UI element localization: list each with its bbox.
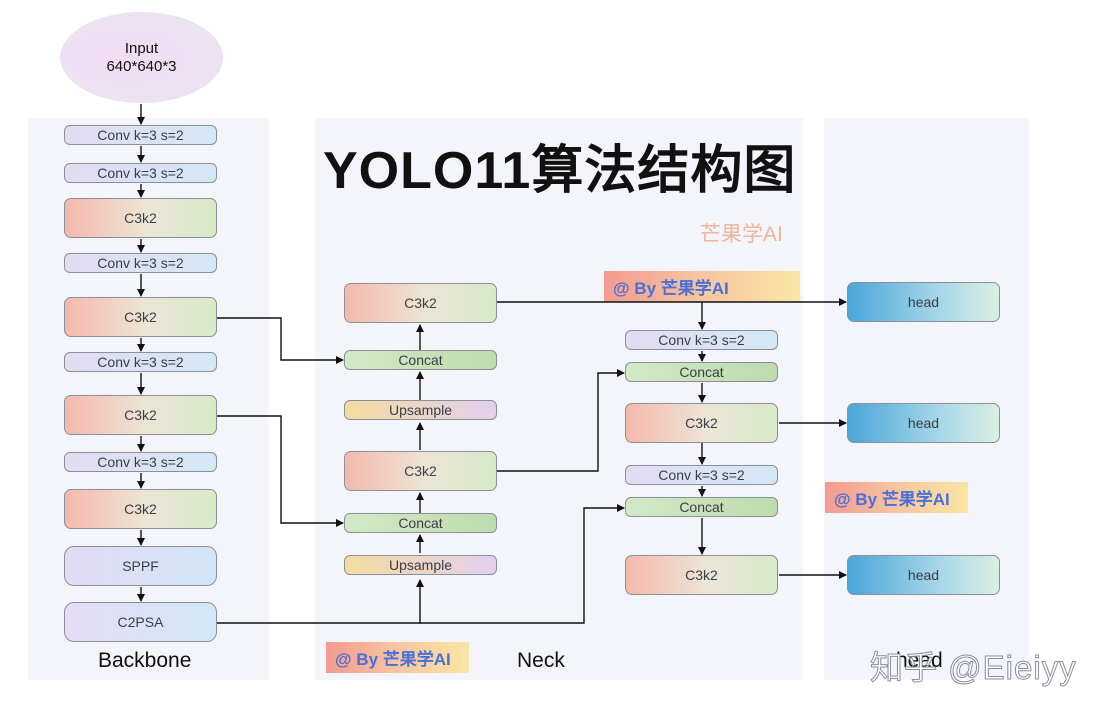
backbone-c3k2-4: C3k2 <box>64 489 217 529</box>
backbone-label: Backbone <box>98 649 192 672</box>
head-output-2: head <box>847 403 1000 443</box>
watermark-bottom: 知乎 @Eieiyy <box>870 649 1077 687</box>
backbone-c3k2-2: C3k2 <box>64 297 217 337</box>
backbone-conv-4: Conv k=3 s=2 <box>64 352 217 372</box>
watermark-top: 芒果学AI <box>700 223 783 246</box>
backbone-conv-5: Conv k=3 s=2 <box>64 452 217 472</box>
input-node: Input 640*640*3 <box>60 12 223 103</box>
neck-conv-a: Conv k=3 s=2 <box>625 330 778 350</box>
neck-concat-b: Concat <box>625 497 778 517</box>
head-output-3: head <box>847 555 1000 595</box>
neck-concat-a: Concat <box>625 362 778 382</box>
backbone-sppf: SPPF <box>64 546 217 586</box>
neck-upsample-top: Upsample <box>344 400 497 420</box>
neck-c3k2-top: C3k2 <box>344 283 497 323</box>
neck-conv-b: Conv k=3 s=2 <box>625 465 778 485</box>
neck-label: Neck <box>517 649 565 672</box>
badge-head-mid: @ By 芒果学AI <box>825 482 968 513</box>
head-label: head <box>896 649 943 672</box>
badge-neck-top: @ By 芒果学AI <box>604 271 800 302</box>
input-label: Input <box>124 39 159 57</box>
neck-c3k2-mid: C3k2 <box>344 451 497 491</box>
head-output-1: head <box>847 282 1000 322</box>
diagram-title: YOLO11算法结构图 <box>323 142 797 200</box>
neck-c3k2-a: C3k2 <box>625 403 778 443</box>
badge-neck-bottom: @ By 芒果学AI <box>326 642 469 673</box>
neck-concat-mid: Concat <box>344 513 497 533</box>
input-size: 640*640*3 <box>106 57 177 75</box>
backbone-conv-2: Conv k=3 s=2 <box>64 163 217 183</box>
backbone-c3k2-3: C3k2 <box>64 395 217 435</box>
neck-concat-top: Concat <box>344 350 497 370</box>
neck-c3k2-b: C3k2 <box>625 555 778 595</box>
neck-upsample-bottom: Upsample <box>344 555 497 575</box>
backbone-conv-3: Conv k=3 s=2 <box>64 253 217 273</box>
backbone-c3k2-1: C3k2 <box>64 198 217 238</box>
backbone-c2psa: C2PSA <box>64 602 217 642</box>
backbone-conv-1: Conv k=3 s=2 <box>64 125 217 145</box>
